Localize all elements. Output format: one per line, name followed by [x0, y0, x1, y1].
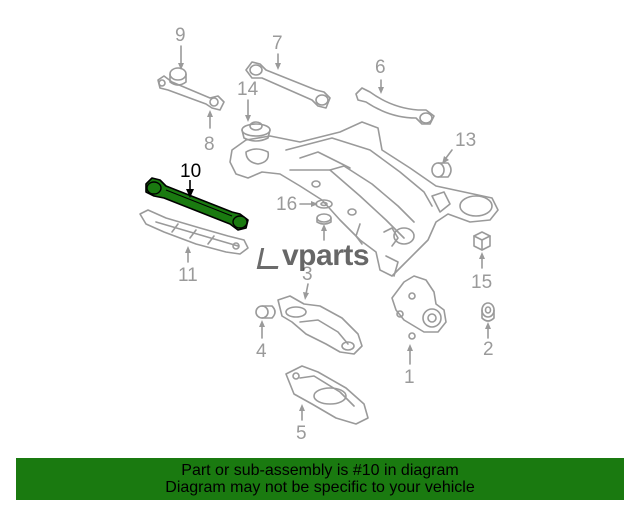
banner-line-2: Diagram may not be specific to your vehi… [165, 479, 475, 496]
callout-14: 14 [237, 79, 259, 100]
part-10-highlighted-link [145, 177, 249, 231]
callout-11: 11 [178, 265, 198, 286]
callout-3: 3 [302, 264, 313, 285]
vparts-watermark-logo: vparts [256, 239, 370, 272]
callout-1: 1 [404, 367, 415, 388]
callout-16: 16 [276, 194, 298, 215]
part-16-bushing [315, 199, 333, 225]
callout-4: 4 [256, 341, 267, 362]
part-5-spring-plate [285, 365, 369, 425]
callout-2: 2 [483, 339, 494, 360]
part-14-mount [241, 121, 271, 142]
leader-lines [178, 45, 491, 421]
part-6-curved-link [355, 87, 435, 125]
part-13-bushing [431, 162, 452, 178]
part-2-bushing [481, 302, 495, 322]
callout-9: 9 [175, 25, 186, 46]
callout-6: 6 [375, 57, 386, 78]
part-10-leader [186, 180, 194, 198]
callout-13: 13 [455, 130, 477, 151]
part-8-link-arm [157, 75, 225, 111]
subframe [229, 121, 499, 277]
part-15-nut [473, 231, 491, 251]
callout-7: 7 [272, 33, 283, 54]
part-7-upper-link [245, 61, 331, 109]
info-banner: Part or sub-assembly is #10 in diagram D… [16, 458, 624, 500]
callout-10[interactable]: 10 [180, 161, 202, 182]
callout-15: 15 [471, 272, 493, 293]
part-1-knuckle [391, 275, 447, 340]
banner-line-1: Part or sub-assembly is #10 in diagram [181, 462, 459, 479]
callout-5: 5 [296, 423, 307, 444]
watermark-text: vparts [282, 239, 370, 272]
part-4-bushing [255, 305, 276, 319]
part-11-shield [139, 209, 249, 255]
vparts-logo-icon [256, 247, 283, 269]
part-3-lower-arm [277, 295, 363, 355]
callout-8: 8 [204, 134, 215, 155]
